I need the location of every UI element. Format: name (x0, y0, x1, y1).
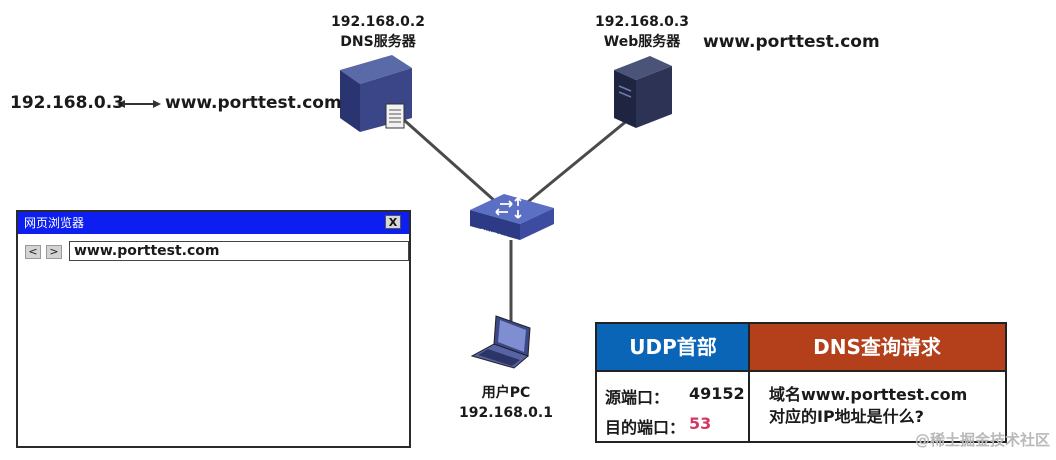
address-bar[interactable]: www.porttest.com (69, 241, 409, 261)
forward-button[interactable]: > (46, 245, 62, 259)
src-port-value: 49152 (689, 384, 745, 403)
watermark: @稀土掘金技术社区 (914, 431, 1050, 449)
dns-record-ip: 192.168.0.3 (10, 93, 125, 113)
dst-port-label: 目的端口： (605, 418, 686, 437)
dns-server-name: DNS服务器 (340, 34, 416, 50)
web-server-icon (614, 56, 672, 128)
web-server-ip: 192.168.0.3 (595, 14, 689, 30)
laptop-icon (470, 315, 531, 369)
dns-question: 域名www.porttest.com 对应的IP地址是什么? (769, 384, 967, 428)
user-pc-ip: 192.168.0.1 (459, 405, 553, 421)
udp-header-title: UDP首部 (597, 324, 749, 370)
dns-record-domain: www.porttest.com (165, 93, 342, 113)
header-divider (597, 370, 1005, 372)
dst-port-value: 53 (689, 414, 712, 433)
dns-question-line2: 对应的IP地址是什么? (769, 407, 924, 426)
switch-icon: SWITCH (470, 194, 554, 243)
close-button[interactable]: X (385, 215, 401, 229)
dns-server-label: 192.168.0.2 DNS服务器 (318, 12, 438, 52)
web-server-name: Web服务器 (603, 34, 681, 50)
browser-title: 网页浏览器 (24, 216, 85, 230)
link-web-switch (517, 108, 641, 212)
dns-question-line1: 域名www.porttest.com (769, 385, 968, 404)
user-pc-name: 用户PC (481, 385, 531, 401)
web-server-label: 192.168.0.3 Web服务器 (582, 12, 702, 52)
src-port-label: 源端口： (605, 388, 670, 407)
packet-table: UDP首部 DNS查询请求 源端口： 49152 目的端口： 53 域名www.… (595, 322, 1007, 443)
browser-window: 网页浏览器 X < > www.porttest.com (16, 210, 411, 448)
browser-titlebar: 网页浏览器 X (18, 212, 409, 234)
dns-server-icon (340, 55, 412, 132)
column-divider (748, 324, 750, 441)
double-arrow-icon (117, 100, 161, 108)
dns-query-title: DNS查询请求 (749, 324, 1005, 370)
web-server-domain: www.porttest.com (703, 32, 880, 52)
link-dns-switch (394, 110, 506, 212)
dns-server-ip: 192.168.0.2 (331, 14, 425, 30)
back-button[interactable]: < (25, 245, 41, 259)
user-pc-label: 用户PC 192.168.0.1 (446, 383, 566, 423)
